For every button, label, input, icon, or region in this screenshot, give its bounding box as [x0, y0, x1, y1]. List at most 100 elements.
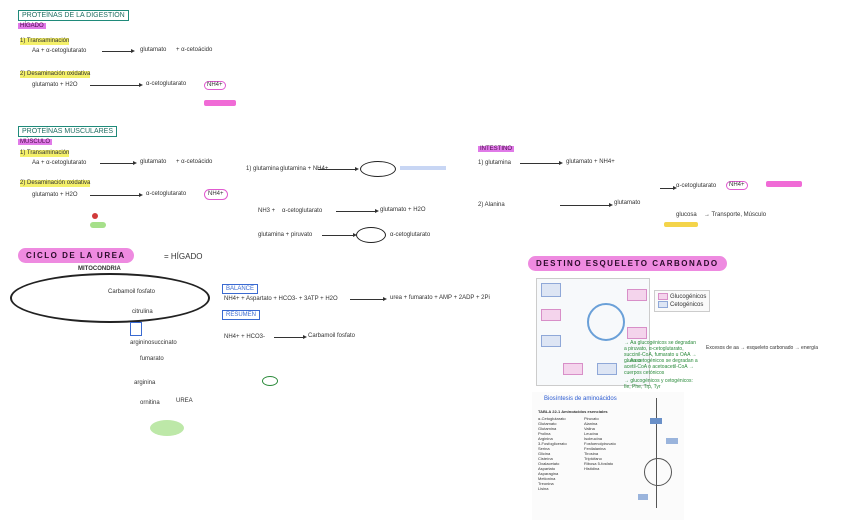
- arrow-5: [318, 167, 359, 171]
- textbook-col1-item: Cisteína: [538, 456, 553, 461]
- textbook-col2-item: Histidina: [584, 466, 600, 471]
- textbook-col2-item: Valina: [584, 426, 595, 431]
- eq-akg-4: α-cetoglutarato: [390, 232, 431, 238]
- section-sub-intestine: INTESTINO: [478, 146, 515, 152]
- textbook-heading: Biosíntesis de aminoácidos: [544, 396, 617, 402]
- textbook-col2-item: Fosfoenolpiruvato: [584, 441, 616, 446]
- textbook-col2-item: Isoleucina: [584, 436, 603, 441]
- step-deamination-2: 2) Desaminación oxidativa: [20, 180, 91, 187]
- urea-urea: UREA: [176, 398, 193, 404]
- section-sub-muscle: MÚSCULO: [18, 139, 53, 145]
- textbook-col1-item: Metionina: [538, 476, 556, 481]
- pathway-cycle: [587, 303, 625, 341]
- pathway-diagram: [536, 278, 650, 386]
- resumen-nh4: NH4+ + HCO3-: [224, 334, 266, 340]
- eq-glut-h2o-2: glutamato + H2O: [32, 192, 78, 198]
- yellow-marker: [664, 222, 698, 227]
- legend-glucogenic: Glucogénicos: [658, 293, 706, 301]
- legend: Glucogénicos Cetogénicos: [654, 290, 711, 313]
- arrow-11: [350, 297, 387, 301]
- textbook-col2-item: Tirosina: [584, 451, 599, 456]
- transport-note: [400, 166, 446, 170]
- hollow-arrow: [130, 322, 142, 336]
- urea-carbamoil: Carbamoil fosfato: [108, 289, 156, 295]
- pathway-box-2: [541, 309, 561, 321]
- eq-aa-akg-2: Aa + α-cetoglutarato: [32, 160, 87, 166]
- eq-glutamina-nh4: glutamina + NH4+: [280, 166, 329, 172]
- textbook-col2-item: Piruvato: [584, 416, 599, 421]
- intestine-glucosa: glucosa: [676, 212, 697, 218]
- eq-glutamina-piruvato: glutamina + piruvato: [258, 232, 313, 238]
- textbook-col1-item: Aspartato: [538, 466, 556, 471]
- urea-arginina: arginina: [134, 380, 156, 386]
- intestine-alanina: 2) Alanina: [478, 202, 505, 208]
- pathway-box-1: [541, 283, 561, 297]
- pathway-box-5: [627, 289, 647, 301]
- eq-cetoacido-2: + α-cetoácido: [176, 159, 213, 165]
- intestine-glutamato-2: glutamato: [614, 200, 641, 206]
- urea-cycle-tag-2: [766, 181, 802, 187]
- arrow-12: [274, 335, 307, 339]
- textbook-col2-item: Triptófano: [584, 456, 602, 461]
- textbook-col2-item: Alanina: [584, 421, 598, 426]
- textbook-col1-item: α-Cetoglutarato: [538, 416, 566, 421]
- arrow-4: [90, 193, 143, 197]
- urea-argininosuccinato: argininosuccinato: [130, 340, 177, 346]
- step-deamination-1: 2) Desaminación oxidativa: [20, 71, 91, 78]
- balance-label: BALANCE: [222, 284, 259, 294]
- textbook-col1-item: 3-Fosfoglicerato: [538, 441, 567, 446]
- urea-cycle-title: CICLO DE LA UREA: [18, 248, 134, 263]
- pathway-box-3: [541, 335, 561, 347]
- eq-nh4-2: NH4+: [204, 189, 228, 200]
- pathway-box-4: [563, 363, 583, 375]
- arrow-2: [90, 83, 143, 87]
- textbook-col1-item: Oxalacetato: [538, 461, 560, 466]
- green-ring: [262, 376, 278, 386]
- glutamine-oval: [360, 161, 396, 177]
- textbook-col2-item: Fenilalanina: [584, 446, 606, 451]
- intestine-nh4: NH4+: [726, 181, 748, 190]
- destino-title: DESTINO ESQUELETO CARBONADO: [528, 256, 727, 271]
- textbook-col2-item: Ribosa 5-fosfato: [584, 461, 614, 466]
- eq-nh4-1: NH4+: [204, 81, 226, 90]
- textbook-col1-item: Arginina: [538, 436, 553, 441]
- urea-cycle-tag-1: [204, 100, 236, 106]
- section-title-muscle: PROTEÍNAS MUSCULARES: [18, 126, 118, 137]
- arrow-1: [102, 49, 135, 53]
- arrow-8: [520, 161, 563, 165]
- urea-cycle-suffix: = HÍGADO: [164, 252, 203, 261]
- textbook-col1-item: Glutamina: [538, 426, 557, 431]
- intestine-transport: → Transporte, Músculo: [704, 212, 767, 218]
- arrow-7: [322, 233, 357, 237]
- eq-cetoacido-1: + α-cetoácido: [176, 47, 213, 53]
- eq-aa-akg-1: Aa + α-cetoglutarato: [32, 48, 87, 54]
- textbook-col1-item: Serina: [538, 446, 550, 451]
- eq-glutamato-2: glutamato: [140, 159, 167, 165]
- resumen-carbamoil: Carbamoil fosfato: [308, 333, 356, 339]
- textbook-col2-item: Leucina: [584, 431, 599, 436]
- note-both: → glucogénicos y cetogénicos: Ile, Phe, …: [624, 378, 693, 390]
- resumen-label: RESUMEN: [222, 310, 261, 320]
- textbook-excerpt: Biosíntesis de aminoácidos TABLA 22-1 Am…: [532, 392, 684, 520]
- step-transamination-2: 1) Transaminación: [20, 150, 70, 157]
- arrow-3: [100, 161, 137, 165]
- section-sub-liver: HÍGADO: [18, 23, 46, 29]
- arrow-6: [336, 209, 379, 213]
- branch-glutamina: 1) glutamina: [246, 166, 280, 172]
- green-highlight-urea: [150, 420, 184, 436]
- mito-label: MITOCONDRIA: [78, 266, 121, 272]
- legend-ketogenic: Cetogénicos: [658, 301, 706, 309]
- textbook-col1-item: Glicina: [538, 451, 551, 456]
- urea-citrulina: citrulina: [132, 309, 153, 315]
- textbook-col2: Piruvato Alanina Valina Leucina Isoleuci…: [584, 416, 616, 471]
- textbook-col1: α-Cetoglutarato Glutamato Glutamina Prol…: [538, 416, 567, 491]
- eq-akg-1: α-cetoglutarato: [146, 81, 187, 87]
- urea-ornitina: ornitina: [140, 400, 160, 406]
- side-note: Excesos de aa → esqueleto carbonado → en…: [706, 345, 819, 351]
- intestine-glutamina: 1) glutamina: [478, 160, 512, 166]
- pathway-box-6: [627, 327, 647, 339]
- red-dot-marker: [92, 213, 98, 219]
- textbook-col1-item: Glutamato: [538, 421, 557, 426]
- intestine-akg: α-cetoglutarato: [676, 183, 717, 189]
- arrow-9: [560, 203, 613, 207]
